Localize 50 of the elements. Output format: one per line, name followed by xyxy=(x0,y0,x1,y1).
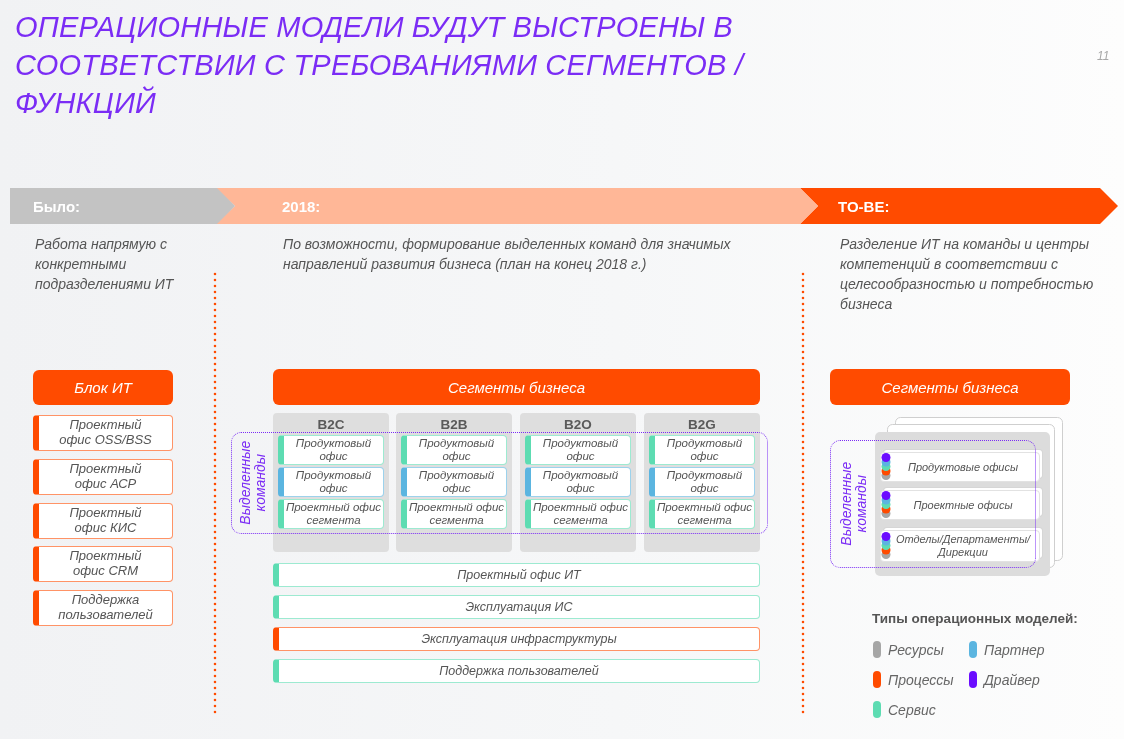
function-bar: Эксплуатация ИС xyxy=(273,595,760,619)
section-header: Сегменты бизнеса xyxy=(273,369,760,405)
office-box: Проектный офис сегмента xyxy=(525,499,631,529)
row-label: Проектные офисы xyxy=(913,498,1013,512)
column-label: B2O xyxy=(564,417,592,432)
timeline-band xyxy=(800,188,1118,224)
column-label: B2C xyxy=(317,417,345,432)
section-header: Сегменты бизнеса xyxy=(830,369,1070,405)
office-box: Продуктовый офис xyxy=(525,467,631,497)
office-box: Продуктовый офис xyxy=(278,435,384,465)
office-box: Поддержка пользователей xyxy=(33,590,173,626)
office-box: Продуктовый офис xyxy=(649,435,755,465)
band-description: По возможности, формирование выделенных команд для значимых направлений развития бизнеса (план на конец 2018 г.) xyxy=(283,235,732,274)
legend-label: Сервис xyxy=(888,701,936,718)
office-box: Продуктовый офис xyxy=(401,467,507,497)
column-label: B2B xyxy=(440,417,468,432)
legend-label: Ресурсы xyxy=(888,641,944,658)
office-box: Продуктовый офис xyxy=(649,467,755,497)
slide-title: ОПЕРАЦИОННЫЕ МОДЕЛИ БУДУТ ВЫСТРОЕНЫ В СООТВЕТСТВИИ С ТРЕБОВАНИЯМИ СЕГМЕНТОВ / ФУНКЦИЙ xyxy=(15,10,747,121)
function-bar: Проектный офис ИТ xyxy=(273,563,760,587)
office-box: Проектный офис КИС xyxy=(33,503,173,539)
timeline-band xyxy=(215,188,818,224)
band-description: Разделение ИТ на команды и центры компетенций в соответствии с целесообразностью и потребностью бизнеса xyxy=(840,235,1095,314)
column-label: B2G xyxy=(688,417,716,432)
office-box: Проектный офис OSS/BSS xyxy=(33,415,173,451)
office-box: Проектный офис АСР xyxy=(33,459,173,495)
band-heading: 2018: xyxy=(282,197,321,215)
legend-label: Процессы xyxy=(888,671,954,688)
office-box: Проектный офис сегмента xyxy=(649,499,755,529)
office-box: Продуктовый офис xyxy=(401,435,507,465)
office-box: Продуктовый офис xyxy=(278,467,384,497)
band-heading: TO-BE: xyxy=(838,197,890,215)
legend-label: Партнер xyxy=(984,641,1045,658)
band-description: Работа напрямую с конкретными подразделениями ИТ xyxy=(35,235,175,294)
office-box: Проектный офис сегмента xyxy=(278,499,384,529)
section-header: Блок ИТ xyxy=(33,370,173,405)
team-label: Выделенные команды xyxy=(838,461,869,548)
office-box: Продуктовый офис xyxy=(525,435,631,465)
function-bar: Поддержка пользователей xyxy=(273,659,760,683)
legend-title: Типы операционных моделей: xyxy=(872,611,1078,626)
timeline-band xyxy=(10,188,235,224)
office-box: Проектный офис сегмента xyxy=(401,499,507,529)
row-label: Отделы/Департаменты/ Дирекции xyxy=(894,533,1032,559)
function-bar: Эксплуатация инфраструктуры xyxy=(273,627,760,651)
team-label: Выделенные команды xyxy=(238,440,268,527)
office-box: Проектный офис CRM xyxy=(33,546,173,582)
legend-label: Драйвер xyxy=(984,671,1040,688)
page-number: 11 xyxy=(1097,49,1110,63)
row-label: Продуктовые офисы xyxy=(907,460,1019,474)
band-heading: Было: xyxy=(33,197,81,215)
